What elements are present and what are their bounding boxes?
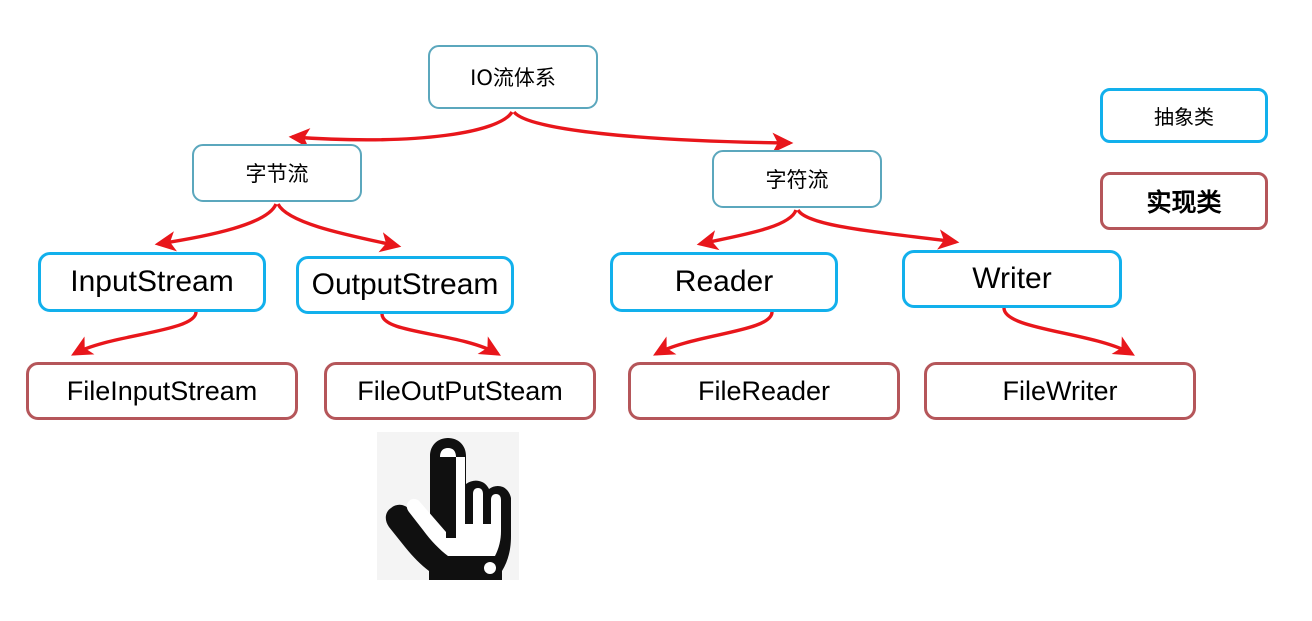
node-reader[interactable]: Reader xyxy=(610,252,838,312)
node-label: FileWriter xyxy=(1002,375,1118,406)
node-label: 字节流 xyxy=(245,162,309,186)
edge-outputstream-to-fileoutputsteam xyxy=(380,313,501,356)
node-file-input-stream[interactable]: FileInputStream xyxy=(26,362,298,420)
node-char-stream[interactable]: 字符流 xyxy=(712,150,882,208)
node-label: 字符流 xyxy=(765,168,829,192)
edge-io-to-byte-stream xyxy=(288,110,514,149)
node-label: Writer xyxy=(972,262,1052,295)
node-label: Reader xyxy=(674,265,774,298)
node-label: OutputStream xyxy=(311,268,499,301)
node-output-stream[interactable]: OutputStream xyxy=(296,256,514,314)
legend-label: 实现类 xyxy=(1146,188,1222,217)
pointing-hand-cursor-icon xyxy=(377,432,519,580)
edge-char-to-writer xyxy=(796,208,960,250)
edge-byte-to-inputstream xyxy=(154,203,278,252)
legend-implementation-class[interactable]: 实现类 xyxy=(1100,172,1268,230)
edge-char-to-reader xyxy=(696,209,798,251)
node-byte-stream[interactable]: 字节流 xyxy=(192,144,362,202)
node-label: FileInputStream xyxy=(66,375,258,406)
edge-reader-to-filereader xyxy=(653,311,774,356)
legend-label: 抽象类 xyxy=(1154,105,1214,129)
node-input-stream[interactable]: InputStream xyxy=(38,252,266,312)
node-io-stream-system[interactable]: IO流体系 xyxy=(428,45,598,109)
node-label: IO流体系 xyxy=(470,66,556,90)
edge-inputstream-to-fileinputstream xyxy=(71,311,198,356)
node-file-reader[interactable]: FileReader xyxy=(628,362,900,420)
node-label: FileOutPutSteam xyxy=(357,375,563,406)
legend-abstract-class[interactable]: 抽象类 xyxy=(1100,88,1268,143)
hand-cursor-glyph xyxy=(385,438,511,580)
edge-io-to-char-stream xyxy=(512,110,794,153)
edge-writer-to-filewriter xyxy=(1002,307,1135,356)
node-label: FileReader xyxy=(697,375,831,406)
node-label: InputStream xyxy=(70,265,234,298)
edge-byte-to-outputstream xyxy=(276,203,402,253)
node-file-output-steam[interactable]: FileOutPutSteam xyxy=(324,362,596,420)
node-writer[interactable]: Writer xyxy=(902,250,1122,308)
node-file-writer[interactable]: FileWriter xyxy=(924,362,1196,420)
